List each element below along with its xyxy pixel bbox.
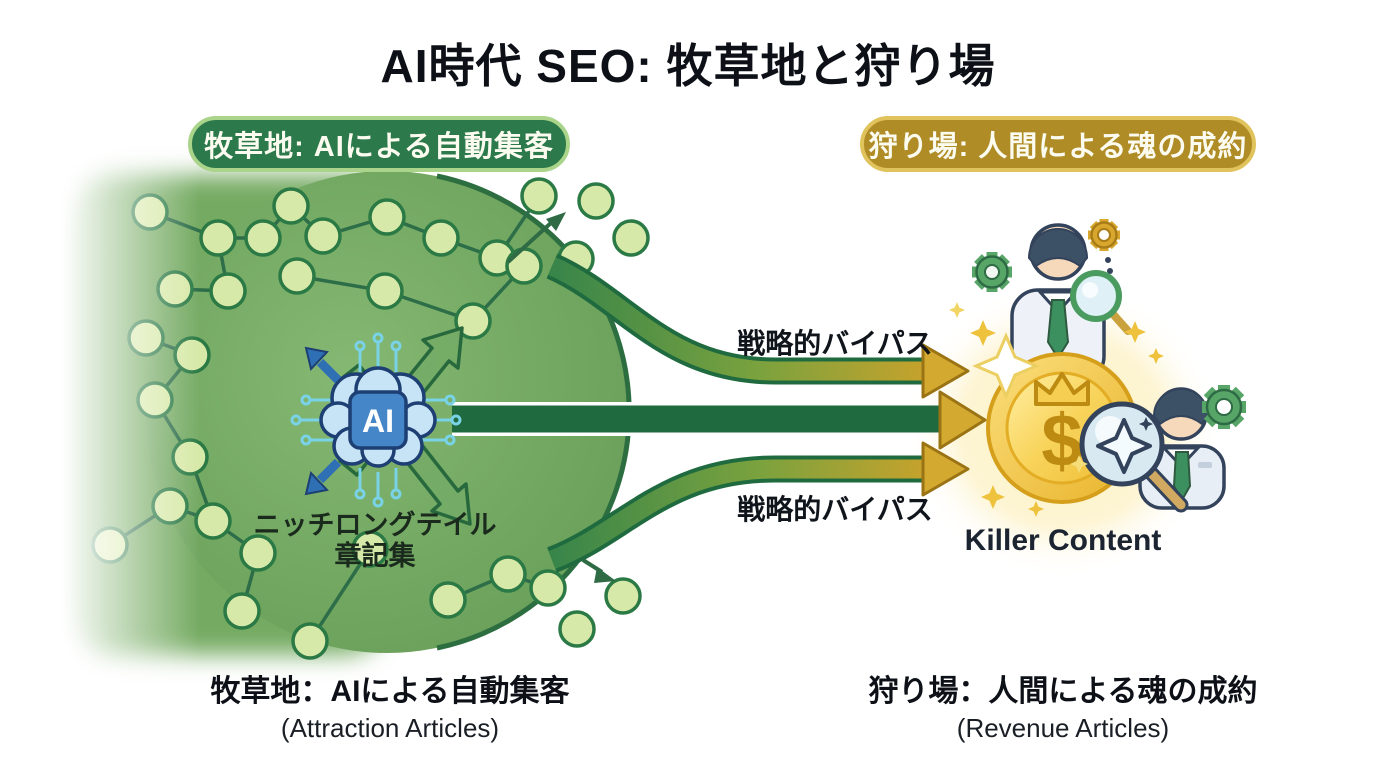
network-node (612, 219, 650, 257)
network-node (422, 219, 460, 257)
network-node (505, 247, 543, 285)
pasture-badge: 牧草地: AIによる自動集客 (188, 116, 570, 172)
sparkle-icon (949, 302, 965, 318)
network-node (366, 272, 404, 310)
network-node (351, 530, 389, 568)
network-node (272, 187, 310, 225)
sparkle-icon (1139, 417, 1153, 431)
bypass-arrows (452, 253, 987, 573)
crown-icon (1034, 372, 1090, 406)
lens-sparkle-icon (1096, 418, 1152, 474)
bypass-arrowhead-bottom (921, 441, 970, 497)
ai-chip (348, 390, 408, 450)
blue-arrows (304, 346, 342, 496)
bypass-arrowhead-top (921, 343, 970, 399)
network-node (199, 219, 237, 257)
network-node (604, 577, 642, 615)
sparkle-icon (1028, 501, 1044, 517)
sparkle-icon (1124, 321, 1146, 343)
gear-icon (1202, 385, 1246, 429)
sparkle-icon (970, 320, 996, 346)
hunting-badge-label: 狩り場: 人間による魂の成約 (868, 131, 1248, 163)
network-node (223, 592, 261, 630)
ai-chip-label: AI (362, 403, 394, 439)
sparkle-icon (1070, 455, 1088, 473)
bypass-arrow-top (548, 257, 925, 381)
sparkle-icon (1148, 348, 1164, 364)
network-node (520, 177, 558, 215)
sparkle-icon (981, 485, 1005, 509)
hunting-badge: 狩り場: 人間による魂の成約 (860, 116, 1256, 172)
network-node (558, 610, 596, 648)
network-node (209, 272, 247, 310)
spillover-arrows (506, 212, 616, 583)
network-node (368, 198, 406, 236)
network-node (244, 219, 282, 257)
killer-content-illustration: $ (972, 219, 1246, 513)
circuit-traces (290, 332, 462, 508)
network-node (291, 622, 329, 660)
bypass-arrowhead-middle (938, 390, 987, 450)
gear-icon (972, 252, 1012, 292)
network-node (454, 302, 492, 340)
magnifier-icon (1070, 270, 1132, 335)
left-fade-overlay (0, 0, 200, 768)
ai-brain-icon: AI (290, 332, 462, 508)
network-node (194, 502, 232, 540)
network-node (429, 581, 467, 619)
bypass-arrow-bottom (548, 459, 925, 569)
pasture-badge-label: 牧草地: AIによる自動集客 (204, 131, 554, 163)
dollar-sign: $ (1041, 399, 1082, 482)
network-node (239, 534, 277, 572)
sparkle-icon (972, 332, 1040, 400)
sparkles (949, 302, 1164, 517)
network-node (529, 569, 567, 607)
network-node (489, 555, 527, 593)
network-node (278, 257, 316, 295)
network-node (304, 217, 342, 255)
network-node (577, 182, 615, 220)
gear-icon (1088, 219, 1120, 251)
